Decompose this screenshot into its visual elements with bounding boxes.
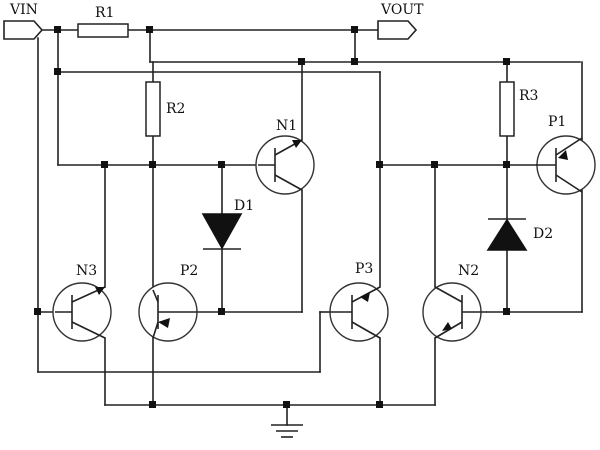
label-vout: VOUT bbox=[380, 2, 424, 18]
label-n2: N2 bbox=[458, 263, 479, 279]
diode-d1 bbox=[201, 213, 243, 250]
label-r2: R2 bbox=[166, 101, 185, 117]
resistor-r1 bbox=[77, 23, 129, 38]
label-p1: P1 bbox=[548, 114, 566, 130]
label-p3: P3 bbox=[355, 261, 373, 277]
label-d1: D1 bbox=[234, 198, 254, 214]
label-n3: N3 bbox=[76, 263, 97, 279]
resistor-r3 bbox=[499, 81, 515, 137]
label-d2: D2 bbox=[533, 226, 553, 242]
transistor-p1 bbox=[536, 135, 596, 195]
junction-dots bbox=[34, 26, 510, 408]
transistor-n2 bbox=[422, 282, 487, 342]
ground-icon bbox=[271, 424, 303, 438]
label-r1: R1 bbox=[95, 5, 114, 21]
transistor-p2 bbox=[138, 282, 198, 342]
wires bbox=[37, 29, 583, 426]
transistor-n1 bbox=[255, 135, 315, 195]
diode-d2 bbox=[486, 218, 528, 251]
transistor-n3 bbox=[52, 282, 112, 342]
transistor-p3 bbox=[329, 282, 389, 342]
vout-pin bbox=[377, 20, 418, 40]
label-r3: R3 bbox=[519, 88, 538, 104]
vin-pin bbox=[3, 20, 44, 40]
resistor-r2 bbox=[145, 81, 161, 137]
label-vin: VIN bbox=[9, 2, 38, 18]
label-p2: P2 bbox=[180, 263, 198, 279]
label-n1: N1 bbox=[276, 118, 297, 134]
